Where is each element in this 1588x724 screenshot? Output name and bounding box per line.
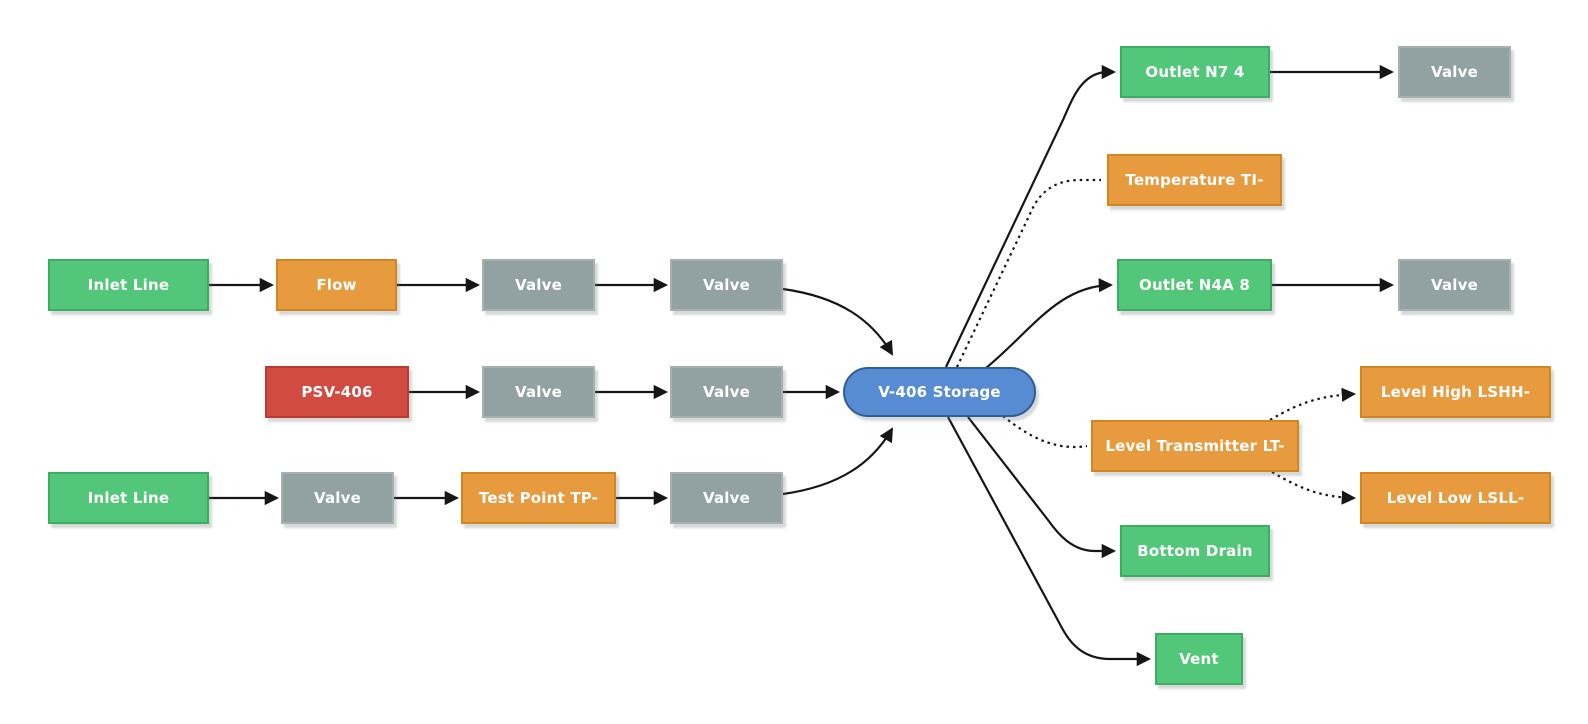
node-valve_n7[interactable]: Valve (1398, 46, 1511, 98)
edge-level_lt-to-level_low-dotted (1271, 471, 1357, 505)
node-label: Valve (702, 276, 750, 294)
node-valve1a[interactable]: Valve (482, 259, 595, 311)
node-label: V-406 Storage (878, 383, 1001, 401)
node-bottom_drain[interactable]: Bottom Drain (1120, 525, 1270, 577)
node-inlet1[interactable]: Inlet Line (48, 259, 209, 311)
node-outlet_n7[interactable]: Outlet N7 4 (1120, 46, 1270, 98)
node-label: Level Transmitter LT- (1105, 437, 1285, 455)
node-label: Temperature TI- (1125, 171, 1264, 189)
node-label: Level Low LSLL- (1386, 489, 1525, 507)
node-label: Valve (702, 489, 750, 507)
edge-storage-to-vent (947, 416, 1152, 667)
edge-storage-to-level_lt-dotted (1002, 415, 1088, 449)
node-label: Bottom Drain (1137, 542, 1253, 560)
node-label: Valve (1430, 276, 1478, 294)
node-label: Flow (316, 276, 357, 294)
node-valve1b[interactable]: Valve (670, 259, 783, 311)
node-label: PSV-406 (301, 383, 373, 401)
edge-storage-to-temp_ti-dotted (956, 178, 1101, 368)
node-label: Valve (514, 276, 562, 294)
node-inlet2[interactable]: Inlet Line (48, 472, 209, 524)
node-label: Inlet Line (87, 276, 170, 294)
edge-storage-to-outlet_n4a (985, 278, 1114, 369)
node-storage[interactable]: V-406 Storage (843, 367, 1036, 417)
node-label: Outlet N7 4 (1145, 63, 1245, 81)
node-label: Level High LSHH- (1380, 383, 1531, 401)
edge-storage-to-bottom_drain (967, 416, 1117, 559)
node-testpoint[interactable]: Test Point TP- (461, 472, 616, 524)
edge-valve1b-to-storage (782, 287, 894, 356)
node-level_low[interactable]: Level Low LSLL- (1360, 472, 1551, 524)
node-label: Inlet Line (87, 489, 170, 507)
node-level_lt[interactable]: Level Transmitter LT- (1091, 420, 1299, 472)
edge-storage-to-outlet_n7 (945, 64, 1117, 368)
edge-valve3b-to-storage (782, 427, 894, 496)
node-label: Test Point TP- (478, 489, 599, 507)
node-psv406[interactable]: PSV-406 (265, 366, 409, 418)
node-label: Valve (702, 383, 750, 401)
node-label: Vent (1179, 650, 1219, 668)
node-level_high[interactable]: Level High LSHH- (1360, 366, 1551, 418)
node-valve2b[interactable]: Valve (670, 366, 783, 418)
node-vent[interactable]: Vent (1155, 633, 1243, 685)
node-label: Outlet N4A 8 (1139, 276, 1250, 294)
node-valve3b[interactable]: Valve (670, 472, 783, 524)
node-label: Valve (1430, 63, 1478, 81)
node-valve_n4a[interactable]: Valve (1398, 259, 1511, 311)
node-temp_ti[interactable]: Temperature TI- (1107, 154, 1282, 206)
edge-level_lt-to-level_high-dotted (1269, 387, 1356, 421)
node-valve2a[interactable]: Valve (482, 366, 595, 418)
node-label: Valve (313, 489, 361, 507)
node-outlet_n4a[interactable]: Outlet N4A 8 (1117, 259, 1272, 311)
node-valve3a[interactable]: Valve (281, 472, 394, 524)
node-label: Valve (514, 383, 562, 401)
node-flow[interactable]: Flow (276, 259, 397, 311)
